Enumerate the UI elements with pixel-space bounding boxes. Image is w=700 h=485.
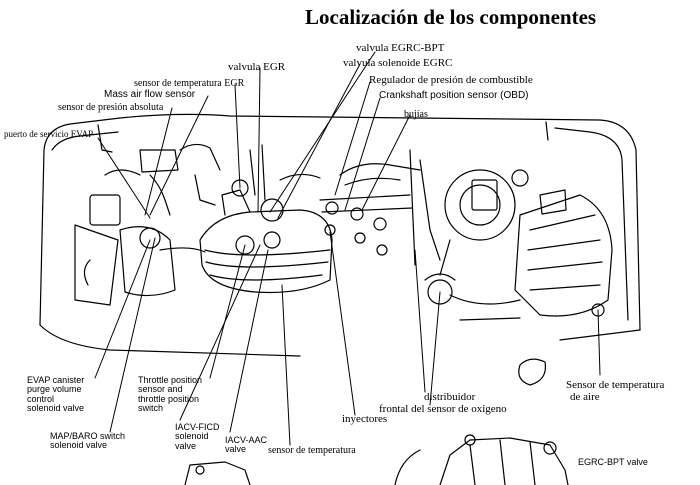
label-line: solenoid: [175, 431, 209, 442]
label-throttle-position-sensor: Throttle position sensor and throttle po…: [138, 375, 203, 414]
label-egrc-solenoid-valve: valvula solenoide EGRC: [343, 57, 453, 69]
page-title: Localización de los componentes: [305, 5, 597, 29]
label-line: de aire: [570, 390, 600, 403]
label-line: throttle position: [138, 393, 200, 404]
label-line: Sensor de temperatura: [566, 379, 665, 391]
intake-manifold: [159, 144, 333, 294]
label-line: MAP/BARO switch: [50, 431, 126, 441]
label-distributor: distribuidor: [424, 391, 476, 403]
label-iacv-aac: IACV-AAC valve: [225, 435, 268, 455]
label-absolute-pressure-sensor: sensor de presión absoluta: [58, 102, 164, 113]
label-evap-service-port: puerto de servicio EVAP: [4, 129, 94, 139]
label-line: IACV-AAC: [225, 435, 268, 445]
label-injectors: inyectores: [342, 413, 388, 425]
right-components: [444, 169, 613, 386]
label-crankshaft-position-sensor: Crankshaft position sensor (OBD): [379, 90, 529, 101]
label-iacv-ficd: IACV-FICD solenoid valve: [175, 422, 220, 451]
label-line: switch: [138, 403, 164, 414]
label-line: IACV-FICD: [175, 422, 220, 432]
label-line: valve: [175, 440, 197, 451]
label-line: valve: [225, 444, 247, 455]
label-egrc-bpt-valve-inset: EGRC-BPT valve: [578, 457, 648, 467]
bottom-inset-drawing: [184, 434, 569, 485]
label-front-oxygen-sensor: frontal del sensor de oxigeno: [379, 403, 507, 415]
leader-lines: [94, 51, 601, 446]
label-line: purge volume: [27, 384, 82, 395]
label-spark-plugs: bujías: [404, 109, 428, 120]
label-evap-canister-purge: EVAP canister purge volume control solen…: [27, 375, 85, 414]
label-fuel-pressure-regulator: Regulador de presión de combustible: [369, 74, 533, 86]
label-line: Throttle position: [138, 375, 203, 385]
engine-bay-outline: [39, 113, 641, 357]
distributor: [424, 239, 456, 305]
label-egrc-bpt-valve: valvula EGRC-BPT: [356, 42, 445, 54]
label-line: solenoid valve: [50, 440, 108, 451]
fuel-rail-injectors: [319, 149, 441, 266]
label-map-baro-switch: MAP/BARO switch solenoid valve: [50, 431, 126, 451]
label-line: solenoid valve: [27, 403, 85, 414]
label-temperature-sensor: sensor de temperatura: [268, 445, 356, 456]
label-line: EVAP canister: [27, 375, 85, 385]
label-egr-temperature-sensor: sensor de temperatura EGR: [134, 78, 245, 89]
left-components: [74, 143, 221, 306]
label-egr-valve: valvula EGR: [228, 61, 286, 73]
label-air-temperature-sensor: Sensor de temperatura de aire: [566, 379, 665, 403]
label-line: control: [27, 393, 55, 404]
label-line: sensor and: [138, 384, 183, 395]
label-mass-air-flow-sensor: Mass air flow sensor: [104, 89, 196, 100]
